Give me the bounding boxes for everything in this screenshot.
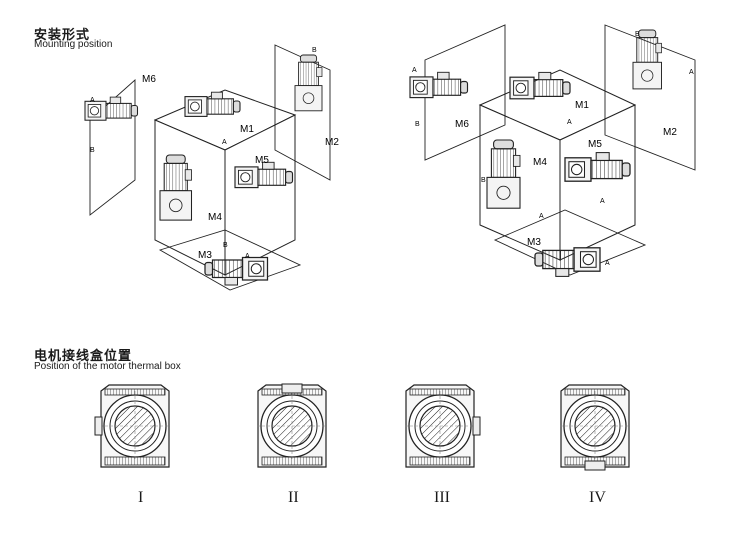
thermal-box-position-2 xyxy=(256,383,328,468)
position-label-4: IV xyxy=(589,489,606,506)
label-m6-left: M6 xyxy=(142,74,156,85)
mounting-diagram-left: M6 M1 M2 M5 M4 M3 A B B A A B xyxy=(84,44,339,291)
terminal-box-right xyxy=(472,416,481,436)
thermal-box-position-3 xyxy=(404,384,481,468)
label-b-right-1: B xyxy=(415,121,420,128)
gearmotor-m3-right xyxy=(534,247,601,278)
mounting-title-zh: 安装形式 xyxy=(34,28,91,43)
label-b-left-1: B xyxy=(90,147,95,154)
label-m5-left: M5 xyxy=(255,155,269,166)
label-a-right-3: A xyxy=(567,119,572,126)
label-m4-left: M4 xyxy=(208,212,222,223)
label-b-left-2: B xyxy=(312,47,317,54)
label-a-left-1: A xyxy=(90,97,95,104)
gearmotor-m4-right xyxy=(486,139,521,209)
label-m5-right: M5 xyxy=(588,139,602,150)
position-label-2: II xyxy=(288,489,299,506)
label-m4-right: M4 xyxy=(533,157,547,168)
mounting-title-en: Mounting position xyxy=(34,39,113,50)
label-m6-right: M6 xyxy=(455,119,469,130)
label-a-right-1: A xyxy=(412,67,417,74)
gearmotor-m4-left xyxy=(159,154,193,221)
thermal-box-title-en: Position of the motor thermal box xyxy=(34,361,181,372)
label-a-left-3: A xyxy=(245,253,250,260)
terminal-box-left xyxy=(94,416,103,436)
label-m1-left: M1 xyxy=(240,124,254,135)
label-a-right-2: A xyxy=(689,69,694,76)
thermal-box-position-4 xyxy=(559,384,631,471)
thermal-box-title-zh: 电机接线盒位置 xyxy=(34,349,133,364)
thermal-box-position-1 xyxy=(94,384,171,468)
label-b-left-3: B xyxy=(223,242,228,249)
terminal-box-top xyxy=(281,383,303,394)
label-b-right-2: B xyxy=(635,31,640,38)
label-b-right-3: B xyxy=(481,177,486,184)
label-m1-right: M1 xyxy=(575,100,589,111)
label-a-right-4: A xyxy=(600,198,605,205)
label-m2-right: M2 xyxy=(663,127,677,138)
gearmotor-m2-left xyxy=(294,54,323,112)
position-label-3: III xyxy=(434,489,450,506)
label-m2-left: M2 xyxy=(325,137,339,148)
label-m3-right: M3 xyxy=(527,237,541,248)
label-a-right-6: A xyxy=(605,260,610,267)
gearmotor-m6-right xyxy=(409,71,469,99)
position-label-1: I xyxy=(138,489,144,506)
mounting-diagram-right: M6 M1 M2 M5 M4 M3 A B B A A A B A A xyxy=(409,24,696,278)
gearmotor-m2-right xyxy=(632,29,662,90)
terminal-box-bottom xyxy=(584,460,606,471)
label-a-right-5: A xyxy=(539,213,544,220)
label-m3-left: M3 xyxy=(198,250,212,261)
label-a-left-2: A xyxy=(222,139,227,146)
